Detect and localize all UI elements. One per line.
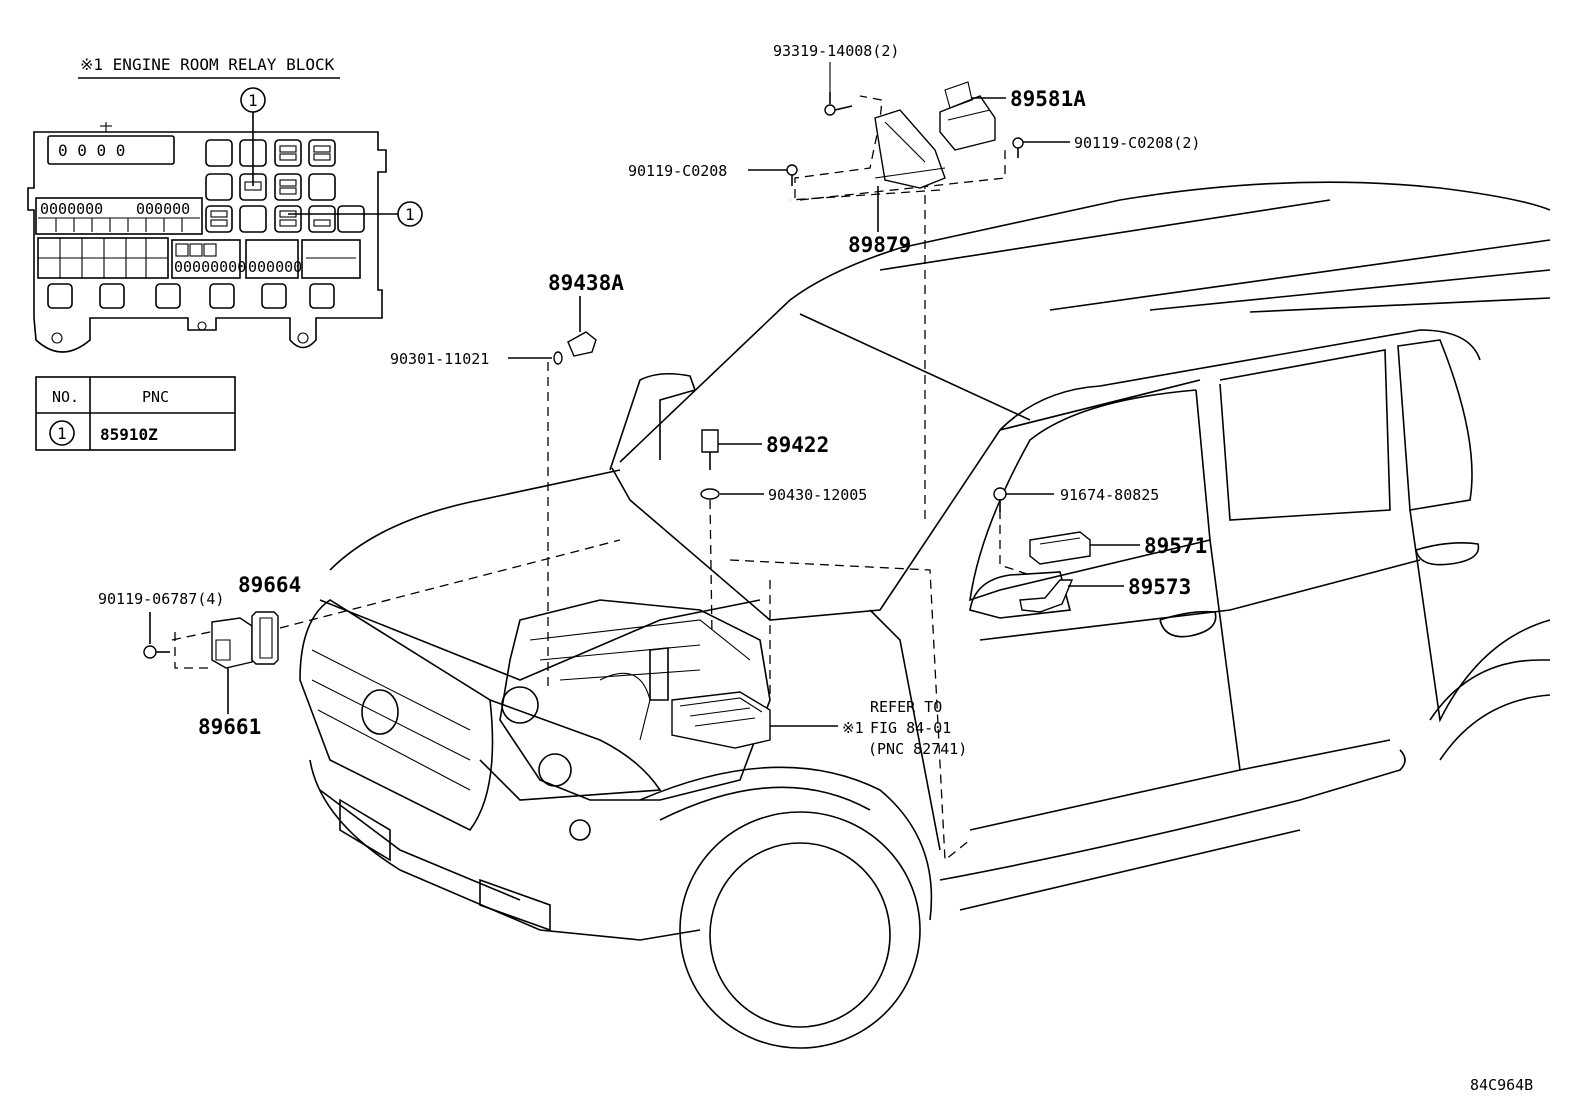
fuse-label-4: 00000000 <box>174 258 246 276</box>
sensor-89438A: 89438A 90301-11021 <box>390 271 624 368</box>
relay-block-title: ※1 ENGINE ROOM RELAY BLOCK <box>80 55 335 74</box>
fuse-label-3: 000000 <box>136 200 190 218</box>
label-89879: 89879 <box>848 233 911 257</box>
refer-line2: FIG 84-01 <box>870 719 951 737</box>
label-89422: 89422 <box>766 433 829 457</box>
label-90119-C0208: 90119-C0208 <box>628 162 727 180</box>
label-90301-11021: 90301-11021 <box>390 350 489 368</box>
ecu-bracket-group: 93319-14008(2) 89581A 89879 90119-C0208(… <box>628 42 1200 257</box>
label-89571: 89571 <box>1144 534 1207 558</box>
relay-callout-top: 1 <box>248 91 258 110</box>
pnc-row-pnc: 85910Z <box>100 425 158 444</box>
label-89581A: 89581A <box>1010 87 1086 111</box>
label-89438A: 89438A <box>548 271 624 295</box>
figure-code: 84C964B <box>1470 1076 1533 1094</box>
label-90119-C0208-2: 90119-C0208(2) <box>1074 134 1200 152</box>
dashed-leaders <box>171 95 1031 862</box>
sensor-89422: 89422 90430-12005 <box>700 429 867 504</box>
label-89664: 89664 <box>238 573 301 597</box>
label-90119-06787: 90119-06787(4) <box>98 590 224 608</box>
refer-marker: ※1 <box>842 719 864 737</box>
relay-block-inset: ※1 ENGINE ROOM RELAY BLOCK 0 0 0 0 00000… <box>27 55 423 353</box>
fuse-label-1: 0 0 0 0 <box>58 141 125 160</box>
refer-note: REFER TO ※1 FIG 84-01 (PNC 82741) <box>770 698 967 758</box>
pnc-header-pnc: PNC <box>142 388 169 406</box>
relay-callout-right: 1 <box>405 205 415 224</box>
pnc-row-no: 1 <box>57 424 67 443</box>
label-91674-80825: 91674-80825 <box>1060 486 1159 504</box>
label-93319-14008: 93319-14008(2) <box>773 42 899 60</box>
refer-line1: REFER TO <box>870 698 942 716</box>
vehicle-outline <box>299 181 1551 1049</box>
fuse-label-2: 0000000 <box>40 200 103 218</box>
pnc-header-no: NO. <box>52 388 79 406</box>
refer-line3: (PNC 82741) <box>868 740 967 758</box>
pnc-table: NO. PNC 1 85910Z <box>35 376 236 451</box>
left-module-group: 90119-06787(4) 89664 89661 <box>98 573 301 739</box>
label-89573: 89573 <box>1128 575 1191 599</box>
relay-block-outline <box>27 131 387 353</box>
fuse-label-5: 000000 <box>248 258 302 276</box>
label-90430-12005: 90430-12005 <box>768 486 867 504</box>
engine-assembly <box>499 599 771 841</box>
side-module-group: 91674-80825 89571 89573 <box>993 486 1207 613</box>
label-89661: 89661 <box>198 715 261 739</box>
